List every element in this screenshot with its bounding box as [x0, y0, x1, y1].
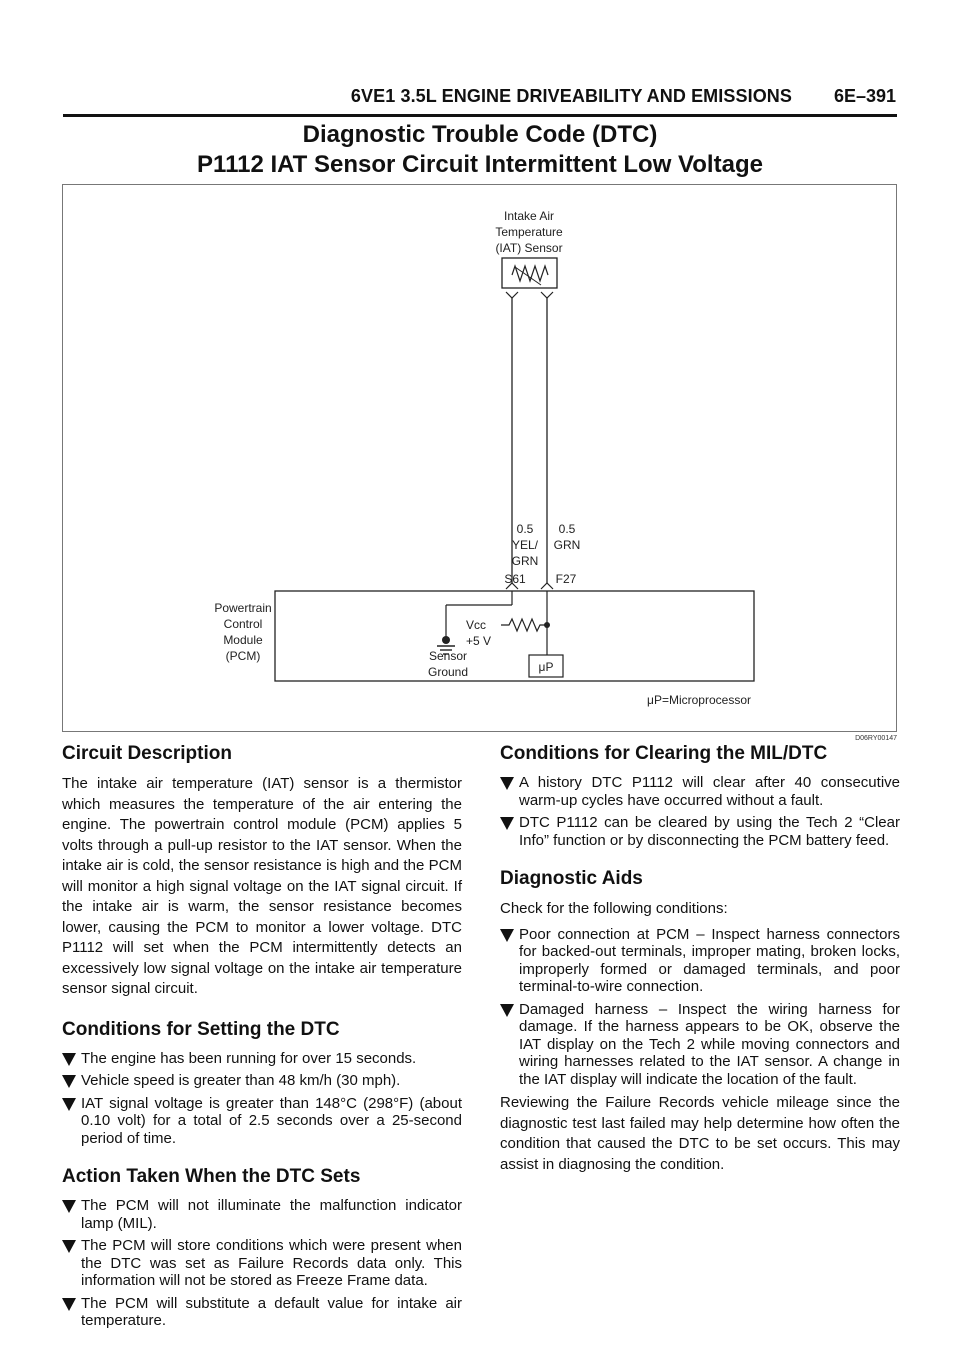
triangle-bullet-icon: [500, 777, 514, 790]
list-item: Poor connection at PCM – Inspect harness…: [500, 926, 900, 996]
pcm-connector-1: [505, 582, 519, 590]
wiring-diagram-svg: Intake Air Temperature (IAT) Sensor 0.5 …: [214, 209, 755, 707]
circuit-description-text: The intake air temperature (IAT) sensor …: [62, 775, 462, 997]
microprocessor-label: μP: [539, 660, 554, 674]
ground-label-line1: Sensor: [429, 649, 467, 663]
vcc-label: Vcc: [466, 618, 486, 632]
wire2-gauge: 0.5: [559, 522, 576, 536]
ground-node: [442, 636, 450, 644]
action-taken-list: The PCM will not illuminate the malfunct…: [62, 1197, 462, 1330]
triangle-bullet-icon: [500, 1003, 514, 1017]
diagnostic-aids-list: Poor connection at PCM – Inspect harness…: [500, 926, 900, 1089]
wire1-color: YEL/: [512, 538, 539, 552]
list-item: The engine has been running for over 15 …: [62, 1050, 462, 1068]
triangle-bullet-icon: [62, 1097, 76, 1111]
sensor-connector-2: [540, 291, 554, 299]
triangle-bullet-icon: [62, 1297, 76, 1311]
conditions-setting-list: The engine has been running for over 15 …: [62, 1050, 462, 1148]
wire2-color: GRN: [554, 538, 581, 552]
list-item: The PCM will substitute a default value …: [62, 1295, 462, 1330]
list-item: A history DTC P1112 will clear after 40 …: [500, 774, 900, 809]
sensor-label-line3: (IAT) Sensor: [495, 241, 562, 255]
right-column: Conditions for Clearing the MIL/DTC A hi…: [500, 742, 900, 1185]
thermistor-symbol: [511, 264, 549, 283]
sensor-connector-1: [505, 291, 519, 299]
microprocessor-legend: μP=Microprocessor: [647, 693, 751, 707]
list-item: Vehicle speed is greater than 48 km/h (3…: [62, 1072, 462, 1090]
triangle-bullet-icon: [62, 1075, 76, 1088]
list-item: DTC P1112 can be cleared by using the Te…: [500, 814, 900, 849]
triangle-bullet-icon: [500, 928, 514, 942]
page-number: 6E–391: [833, 86, 896, 106]
microprocessor-box: [528, 654, 564, 678]
triangle-bullet-icon: [62, 1200, 76, 1213]
wiring-diagram: Intake Air Temperature (IAT) Sensor 0.5 …: [62, 184, 897, 732]
ground-label-line2: Ground: [428, 665, 468, 679]
pullup-resistor: [501, 617, 547, 633]
conditions-clearing-list: A history DTC P1112 will clear after 40 …: [500, 774, 900, 849]
sensor-label-line2: Temperature: [495, 225, 563, 239]
pin-f27: F27: [556, 572, 577, 586]
conditions-setting-heading: Conditions for Setting the DTC: [62, 1018, 340, 1040]
action-taken-heading: Action Taken When the DTC Sets: [62, 1166, 361, 1187]
left-column: Circuit Description The intake air tempe…: [62, 742, 462, 1344]
list-item: IAT signal voltage is greater than 148°C…: [62, 1095, 462, 1148]
diagnostic-aids-heading: Diagnostic Aids: [500, 868, 643, 889]
pin-s61: S61: [504, 572, 526, 586]
pcm-label-line4: (PCM): [226, 649, 261, 663]
iat-sensor-box: [501, 257, 558, 289]
sensor-label-line1: Intake Air: [504, 209, 554, 223]
wire1-gauge: 0.5: [517, 522, 534, 536]
header-rule: [63, 114, 897, 117]
header-title: 6VE1 3.5L ENGINE DRIVEABILITY AND EMISSI…: [350, 86, 792, 106]
pcm-label-line1: Powertrain: [214, 601, 271, 615]
doc-title-line2: P1112 IAT Sensor Circuit Intermittent Lo…: [197, 151, 763, 178]
conditions-clearing-heading: Conditions for Clearing the MIL/DTC: [500, 743, 828, 764]
diagnostic-aids-intro: Check for the following conditions:: [500, 900, 728, 917]
triangle-bullet-icon: [62, 1052, 76, 1066]
wire1-color2: GRN: [512, 554, 539, 568]
list-item: The PCM will store conditions which were…: [62, 1237, 462, 1290]
circuit-description-heading: Circuit Description: [62, 743, 232, 764]
list-item: The PCM will not illuminate the malfunct…: [62, 1197, 462, 1232]
doc-title-line1: Diagnostic Trouble Code (DTC): [302, 121, 658, 148]
pcm-connector-2: [540, 582, 554, 590]
figure-code: D06RY00147: [855, 735, 897, 742]
pcm-label-line3: Module: [223, 633, 263, 647]
list-item: Damaged harness – Inspect the wiring har…: [500, 1001, 900, 1089]
page-header: 6VE1 3.5L ENGINE DRIVEABILITY AND EMISSI…: [0, 86, 960, 117]
pcm-box: [274, 590, 755, 682]
triangle-bullet-icon: [62, 1240, 76, 1253]
thermistor-arrow: [514, 266, 542, 286]
diagnostic-aids-closing: Reviewing the Failure Records vehicle mi…: [500, 1094, 900, 1173]
pcm-label-line2: Control: [224, 617, 263, 631]
vcc-voltage: +5 V: [466, 634, 491, 648]
triangle-bullet-icon: [500, 817, 514, 830]
